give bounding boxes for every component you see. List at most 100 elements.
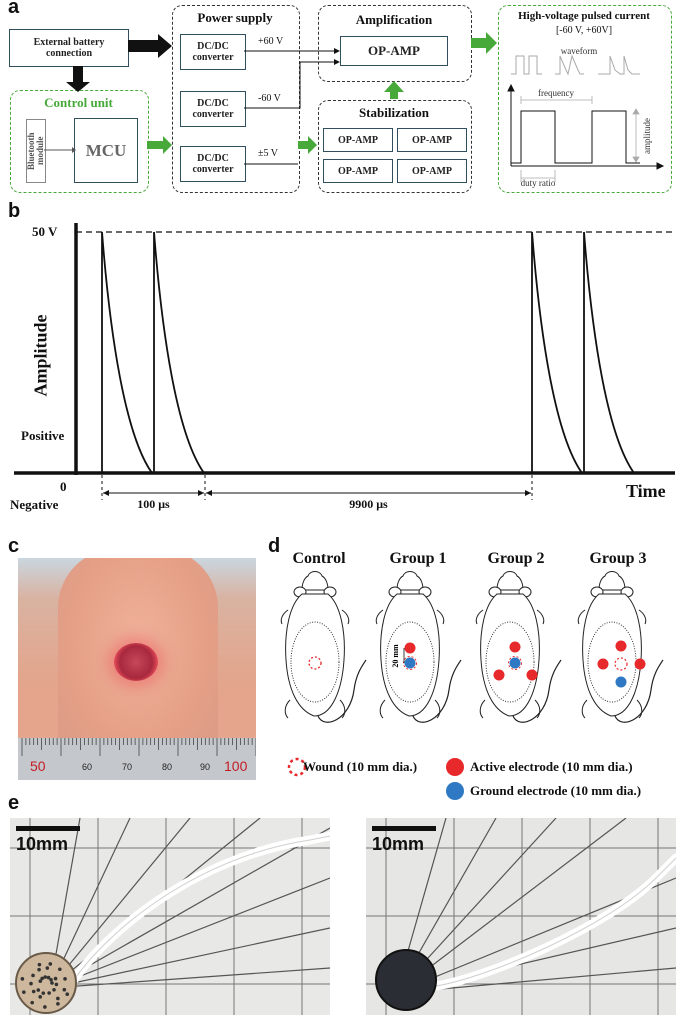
converter-label-2: DC/DC converter bbox=[192, 98, 234, 120]
stab-opamp-label-2: OP-AMP bbox=[412, 134, 452, 146]
g2-ground bbox=[509, 657, 521, 669]
interval-9900us: 9900 μs bbox=[349, 497, 388, 511]
voltage-pm5: ±5 V bbox=[258, 148, 279, 159]
panel-b-waveform bbox=[14, 223, 675, 500]
pulse-1 bbox=[101, 231, 153, 474]
control-unit-title: Control unit bbox=[44, 95, 113, 110]
panel-label-c: c bbox=[8, 535, 20, 557]
output-range: [-60 V, +60V] bbox=[555, 25, 613, 36]
panel-a-connectors: waveform frequency duty ratio amplitude bbox=[44, 32, 665, 188]
legend-wound-icon bbox=[287, 757, 307, 777]
external-battery-box: External battery connection bbox=[9, 29, 129, 67]
frequency-label: frequency bbox=[538, 88, 574, 98]
amp-opamp-label: OP-AMP bbox=[368, 43, 420, 58]
arrow-battery-to-control bbox=[66, 66, 90, 92]
ruler: 50 60 70 80 90 100 bbox=[18, 738, 256, 780]
peak-label: 50 V bbox=[32, 224, 58, 239]
cable-left bbox=[65, 831, 330, 991]
electrode-right bbox=[375, 949, 437, 1011]
legend-wound: Wound (10 mm dia.) bbox=[303, 759, 418, 774]
g3-active-top bbox=[615, 640, 627, 652]
electrode-photo-left: 10mm bbox=[10, 818, 330, 1015]
pulse-2 bbox=[153, 231, 205, 474]
panel-label-b: b bbox=[8, 200, 21, 222]
ruler-label-90: 90 bbox=[200, 762, 211, 772]
scalebar-left bbox=[16, 826, 80, 831]
wound-control bbox=[308, 656, 322, 670]
external-battery-label: External battery connection bbox=[33, 37, 105, 59]
output-box bbox=[498, 5, 672, 193]
group-title-2: Group 2 bbox=[487, 550, 545, 567]
bluetooth-module-box: Bluetooth module bbox=[26, 119, 46, 183]
ruler-label-60: 60 bbox=[82, 762, 93, 772]
positive-label: Positive bbox=[21, 428, 65, 443]
stab-opamp-4: OP-AMP bbox=[397, 159, 467, 183]
ruler-label-100: 100 bbox=[224, 758, 248, 774]
arrow-battery-to-power bbox=[128, 34, 172, 58]
electrode-left bbox=[15, 952, 77, 1014]
waveform-icons bbox=[511, 54, 640, 76]
y-axis-label: Amplitude bbox=[30, 314, 51, 397]
g2-active-right bbox=[526, 669, 538, 681]
stabilization-title: Stabilization bbox=[358, 105, 430, 120]
scalebar-right bbox=[372, 826, 436, 831]
ruler-label-80: 80 bbox=[162, 762, 173, 772]
voltage-minus60: -60 V bbox=[258, 93, 281, 104]
g3-ground bbox=[615, 676, 627, 688]
stab-opamp-label-4: OP-AMP bbox=[412, 165, 452, 177]
stab-opamp-label-1: OP-AMP bbox=[338, 134, 378, 146]
wound-photo: 50 60 70 80 90 100 bbox=[18, 558, 256, 780]
converter-box-1: DC/DC converter bbox=[180, 34, 246, 70]
panel-label-d: d bbox=[268, 535, 281, 557]
g2-wound bbox=[508, 656, 522, 670]
g1-ground bbox=[404, 657, 416, 669]
negative-label: Negative bbox=[10, 497, 59, 512]
g1-active bbox=[404, 642, 416, 654]
panel-label-e: e bbox=[8, 792, 20, 814]
stab-opamp-1: OP-AMP bbox=[323, 128, 393, 152]
group-title-control: Control bbox=[292, 550, 346, 567]
converter-label-3: DC/DC converter bbox=[192, 153, 234, 175]
stab-opamp-label-3: OP-AMP bbox=[338, 165, 378, 177]
converter-label-1: DC/DC converter bbox=[192, 41, 234, 63]
amplitude-label: amplitude bbox=[642, 118, 652, 154]
converter-box-2: DC/DC converter bbox=[180, 91, 246, 127]
electrode-photo-right-svg bbox=[366, 818, 676, 1015]
group-title-1: Group 1 bbox=[389, 550, 447, 567]
output-title: High-voltage pulsed current bbox=[518, 10, 650, 22]
g2-active-top bbox=[509, 641, 521, 653]
legend-ground: Ground electrode (10 mm dia.) bbox=[470, 783, 642, 798]
interval-100us: 100 μs bbox=[137, 497, 170, 511]
ruler-label-50: 50 bbox=[30, 758, 46, 774]
spacing-label: 20 mm bbox=[391, 644, 400, 668]
waveform-label: waveform bbox=[561, 46, 597, 56]
wound-site bbox=[114, 643, 158, 681]
stabilization-box bbox=[318, 100, 472, 193]
amp-opamp-box: OP-AMP bbox=[340, 36, 448, 66]
power-supply-title: Power supply bbox=[197, 10, 273, 25]
legend-icons bbox=[287, 757, 464, 800]
electrode-photo-left-svg bbox=[10, 818, 330, 1015]
mcu-label: MCU bbox=[85, 140, 127, 160]
voltage-plus60: +60 V bbox=[258, 36, 284, 47]
x-axis-label: Time bbox=[626, 481, 666, 501]
cable-right bbox=[431, 853, 676, 991]
arrow-power-to-stab bbox=[298, 136, 317, 154]
g1-wound bbox=[403, 656, 417, 670]
g3-active-right bbox=[634, 658, 646, 670]
arrow-amp-to-output bbox=[471, 32, 497, 54]
g3-active-left bbox=[597, 658, 609, 670]
electrode-photo-right: 10mm bbox=[366, 818, 676, 1015]
g3-wound bbox=[614, 657, 628, 671]
scalebar-label-right: 10mm bbox=[372, 834, 425, 854]
stab-opamp-3: OP-AMP bbox=[323, 159, 393, 183]
rat-group-1 bbox=[375, 570, 462, 723]
group-title-3: Group 3 bbox=[589, 550, 647, 567]
pulse-4 bbox=[583, 231, 635, 474]
legend-active: Active electrode (10 mm dia.) bbox=[470, 759, 633, 774]
pulse-diagram bbox=[507, 83, 665, 170]
rat-diagrams: 20 mm bbox=[280, 570, 664, 723]
ruler-label-70: 70 bbox=[122, 762, 133, 772]
scalebar-label-left: 10mm bbox=[16, 834, 69, 854]
duty-label: duty ratio bbox=[521, 178, 556, 188]
